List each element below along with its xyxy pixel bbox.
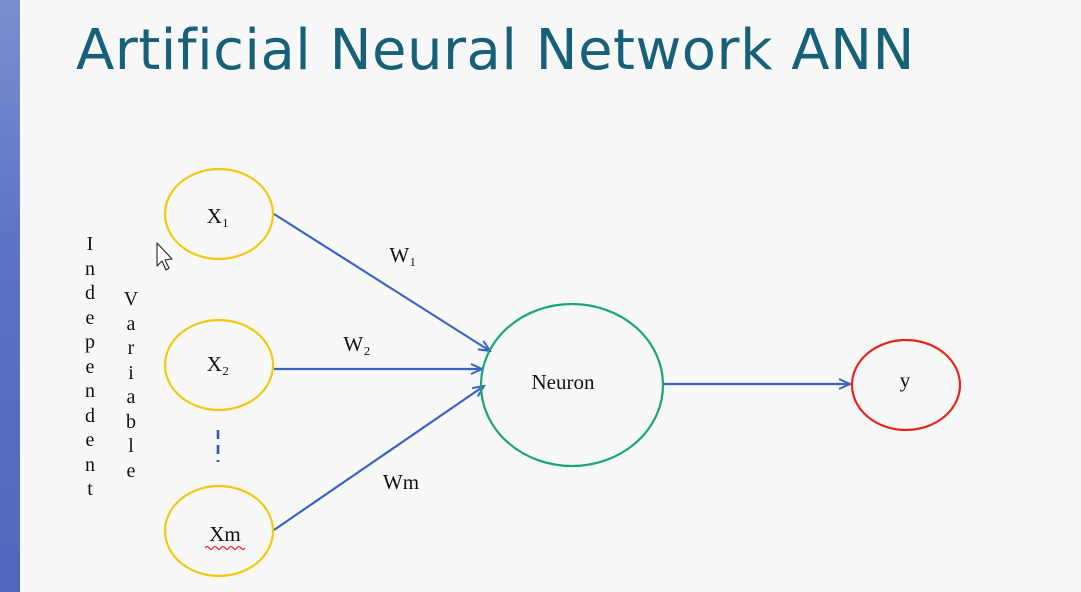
spellcheck-underline — [204, 545, 246, 551]
variable-vertical-label: V a r i a b l e — [123, 288, 139, 482]
slide-edge-bar — [0, 0, 20, 592]
label-neuron: Neuron — [532, 370, 595, 394]
input-node-x1 — [163, 167, 275, 261]
label-x1: X₁ — [207, 204, 230, 228]
label-xm: Xm — [209, 522, 241, 546]
label-w2: W₂ — [343, 332, 370, 356]
label-y: y — [900, 368, 911, 392]
label-x2: X₂ — [207, 352, 230, 376]
input-node-xm — [163, 484, 275, 578]
edge-xm-neuron — [273, 386, 484, 531]
input-node-x2 — [163, 318, 275, 412]
output-node-y — [850, 338, 962, 432]
slide-background — [20, 0, 1081, 592]
slide-title: Artificial Neural Network ANN — [76, 18, 915, 83]
label-wm: Wm — [383, 470, 419, 494]
mouse-cursor-icon — [156, 242, 173, 271]
neuron-node — [479, 302, 665, 468]
edge-x1-neuron — [273, 213, 490, 351]
independent-vertical-label: I n d e p e n d e n t — [85, 233, 95, 500]
label-w1: W₁ — [389, 243, 416, 267]
